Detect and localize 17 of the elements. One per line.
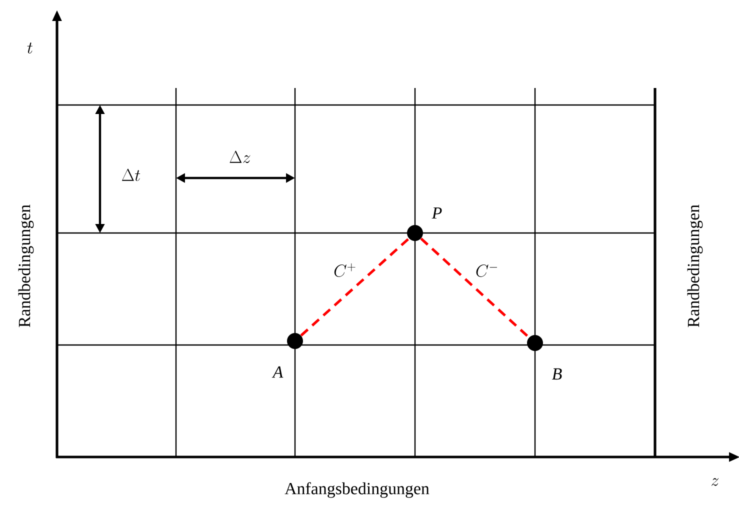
axis-label: $t$ <box>27 42 32 54</box>
point-label: A <box>272 366 284 378</box>
boundary-label: Randbedingungen <box>687 204 703 328</box>
dashed-line <box>300 238 410 336</box>
boundary-label: Randbedingungen <box>18 204 34 328</box>
dimension-label: $\Delta z$ <box>230 150 250 164</box>
point-label: B <box>552 368 562 380</box>
dimension-label: $\Delta t$ <box>122 168 140 182</box>
edge-label: $C^{-}$ <box>474 262 500 278</box>
point-dot <box>407 225 423 241</box>
point-dot <box>287 333 303 349</box>
dashed-line <box>420 238 530 338</box>
edge-label: $C^{+}$ <box>332 262 358 278</box>
axis-label: $z$ <box>711 478 719 486</box>
axis-title: Anfangsbedingungen <box>284 482 430 498</box>
point-dot <box>527 335 543 351</box>
point-label: P <box>432 207 442 219</box>
